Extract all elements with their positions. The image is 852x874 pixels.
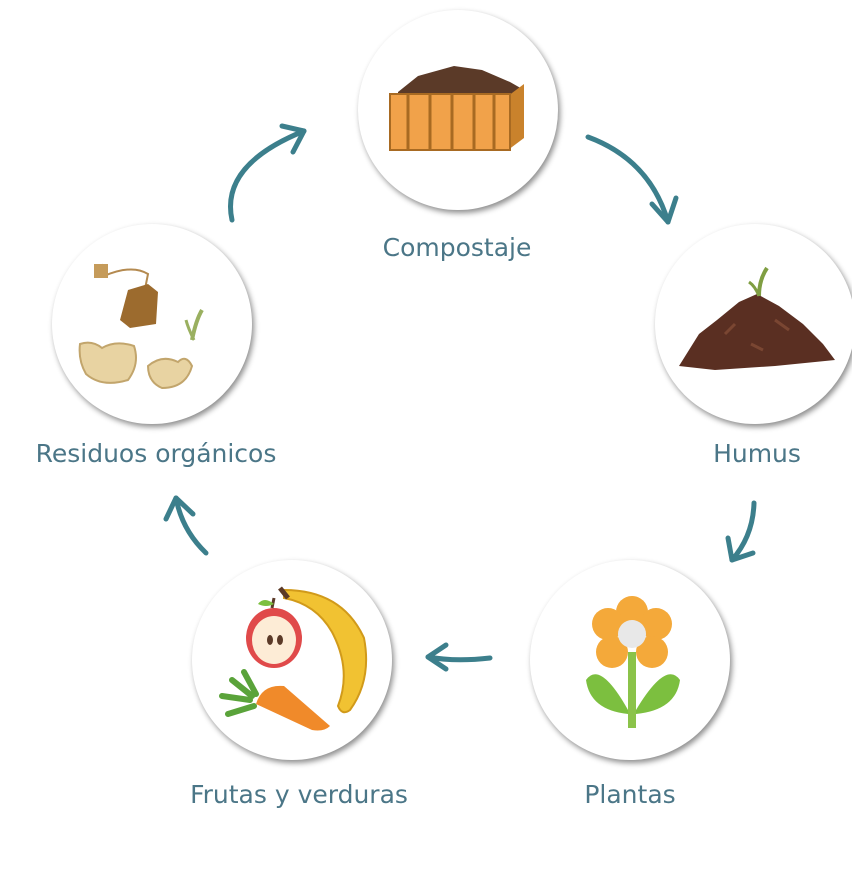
label-residuos: Residuos orgánicos <box>35 439 277 468</box>
node-frutas <box>192 560 392 760</box>
node-humus <box>655 224 852 424</box>
arrow-humus-to-plantas <box>725 500 757 563</box>
node-compostaje <box>358 10 558 210</box>
arrow-compostaje-to-humus <box>585 134 679 225</box>
label-humus: Humus <box>713 439 801 468</box>
flower-icon <box>586 596 680 728</box>
fruit-vegetable-icon <box>219 586 368 731</box>
label-compostaje: Compostaje <box>382 233 532 262</box>
label-plantas: Plantas <box>584 780 676 809</box>
node-plantas <box>530 560 730 760</box>
organic-waste-icon <box>78 263 204 390</box>
arrow-frutas-to-residuos <box>163 495 209 556</box>
label-frutas: Frutas y verduras <box>190 780 408 809</box>
arrow-residuos-to-compostaje <box>228 123 307 223</box>
compost-bin-icon <box>389 66 524 151</box>
node-residuos <box>52 224 252 424</box>
arrow-plantas-to-frutas <box>425 642 493 672</box>
soil-pile-icon <box>679 266 835 370</box>
